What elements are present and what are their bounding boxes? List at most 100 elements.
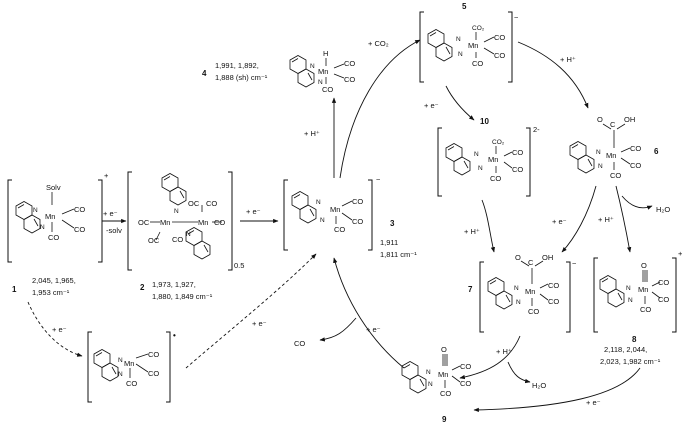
o-atom: O — [441, 345, 447, 354]
arrow-label-h: + H⁺ — [598, 215, 614, 224]
bracket-left — [593, 257, 598, 333]
n-atom: N — [428, 381, 433, 388]
n-atom: N — [514, 285, 519, 292]
bracket-right — [368, 179, 373, 251]
co-ligand: CO — [334, 225, 345, 234]
co-ligand: CO — [352, 217, 363, 226]
n-atom: N — [118, 371, 123, 378]
n-atom: N — [516, 299, 521, 306]
ir-line: 1,888 (sh) cm⁻¹ — [215, 73, 268, 82]
o-atom: O — [641, 261, 647, 270]
arrow-radical-to-3 — [185, 253, 317, 369]
co-ligand: CO — [512, 165, 523, 174]
co-ligand: CO — [630, 144, 641, 153]
arrow-label-e: + e⁻ — [252, 319, 267, 328]
ir-line: 1,811 cm⁻¹ — [380, 250, 417, 259]
oh-group: OH — [542, 253, 553, 262]
arrow-10-to-7 — [481, 199, 495, 253]
complex-7: O C OH N Mn N CO CO CO − 7 — [468, 253, 577, 333]
ir-line: 2,118, 2,044, — [604, 345, 647, 354]
mn-atom: Mn — [160, 218, 170, 227]
mn-atom: Mn — [45, 212, 55, 221]
co-ligand: CO — [548, 297, 559, 306]
co-ligand: CO — [460, 379, 471, 388]
co-ligand: CO — [206, 199, 217, 208]
arrow-label-e: + e⁻ — [552, 217, 567, 226]
mn-atom: Mn — [525, 287, 535, 296]
compound-number-10: 10 — [480, 117, 489, 126]
arrow-5-to-10 — [445, 85, 475, 121]
arrow-label-e: + e⁻ — [366, 325, 381, 334]
solv-label: Solv — [46, 183, 61, 192]
bracket-right — [672, 257, 677, 333]
n-atom: N — [426, 369, 431, 376]
compound-number-5: 5 — [462, 2, 467, 11]
co-ligand: CO — [172, 235, 183, 244]
co-ligand: CO — [460, 362, 471, 371]
co-ligand: CO — [344, 75, 355, 84]
arrow-label-solv: -solv — [106, 226, 122, 235]
mn-atom: Mn — [198, 218, 208, 227]
co-ligand: CO — [126, 379, 137, 388]
compound-number-4: 4 — [202, 69, 207, 78]
co-ligand: CO — [48, 233, 59, 242]
compound-number-6: 6 — [654, 147, 659, 156]
bracket-right — [508, 11, 513, 83]
bracket-left — [419, 11, 424, 83]
arrow-label-co2: + CO₂ — [368, 39, 389, 48]
charge-minus: − — [572, 259, 577, 268]
oc-ligand: OC — [138, 218, 150, 227]
radical-dot: • — [173, 331, 176, 340]
co-ligand: CO — [148, 369, 159, 378]
mn-atom: Mn — [330, 205, 340, 214]
co-ligand: CO — [472, 59, 483, 68]
bracket-left — [7, 179, 12, 263]
co-ligand: CO — [548, 281, 559, 290]
compound-number-9: 9 — [442, 415, 447, 424]
ir-line: 2,045, 1,965, — [32, 276, 76, 285]
co-ligand: CO — [74, 225, 85, 234]
arrow-label-h: + H⁺ — [496, 347, 512, 356]
n-atom: N — [40, 224, 45, 231]
bracket-right — [98, 179, 103, 263]
byproduct-co: CO — [294, 339, 305, 348]
n-atom: N — [186, 231, 191, 238]
byproduct-h2o: H₂O — [532, 381, 546, 390]
arrow-label-e: + e⁻ — [52, 325, 67, 334]
oc-ligand: OC — [188, 199, 200, 208]
co-ligand: CO — [322, 85, 333, 94]
co-ligand: CO — [494, 33, 505, 42]
charge-2minus: 2- — [533, 125, 540, 134]
co-ligand: CO — [352, 197, 363, 206]
arrow-8-to-9 — [473, 367, 641, 413]
n-atom: N — [628, 297, 633, 304]
co-ligand: CO — [74, 205, 85, 214]
bracket-left — [87, 331, 92, 403]
arrow-label-h: + H⁺ — [560, 55, 576, 64]
ir-line: 1,973, 1,927, — [152, 280, 196, 289]
byproduct-h2o: H₂O — [656, 205, 670, 214]
bracket-left — [283, 179, 288, 251]
hydride-atom: H — [323, 49, 328, 58]
complex-1: Solv N Mn N CO CO CO + 1 2,045, 1,965, 1… — [7, 171, 109, 297]
arrow-6-to-7 — [561, 185, 597, 253]
mn-atom: Mn — [638, 285, 648, 294]
charge-plus: + — [678, 249, 683, 258]
co-ligand: CO — [148, 350, 159, 359]
arrow-label-e: + e⁻ — [246, 207, 261, 216]
n-atom: N — [310, 63, 315, 70]
n-atom: N — [318, 79, 323, 86]
n-atom: N — [598, 163, 603, 170]
co-ligand: CO — [494, 51, 505, 60]
co-ligand: CO — [630, 161, 641, 170]
arrow-label-e: + e⁻ — [424, 101, 439, 110]
mn-atom: Mn — [468, 41, 478, 50]
arrow-label-e: + e⁻ — [586, 398, 601, 407]
ir-line: 1,911 — [380, 238, 398, 247]
arrow-9-to-3 — [333, 257, 405, 369]
arrow-h2o-loss-7 — [507, 361, 531, 384]
c-atom: C — [528, 258, 534, 267]
bracket-right — [228, 171, 233, 271]
n-atom: N — [174, 208, 179, 215]
